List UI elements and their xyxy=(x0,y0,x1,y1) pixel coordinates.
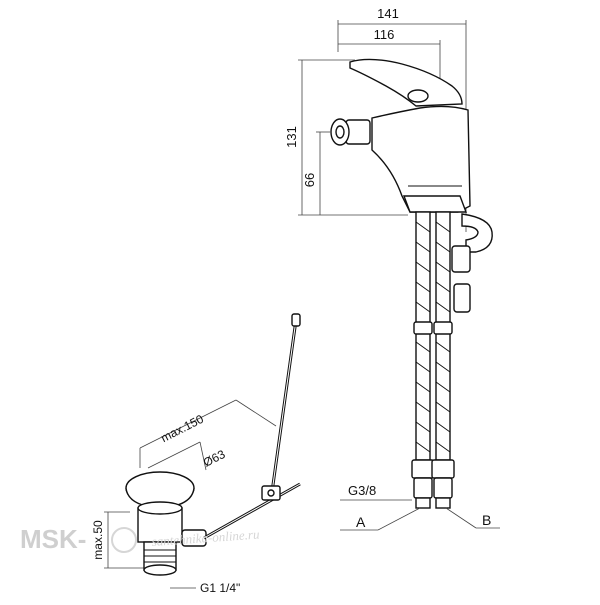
dim-height-outlet: 66 xyxy=(302,173,317,187)
watermark-logo-icon xyxy=(111,527,137,553)
faucet-body xyxy=(330,58,471,213)
dim-max-length: max.150 xyxy=(158,412,206,446)
dim-max-height: max.50 xyxy=(91,520,105,560)
dim-width-total: 141 xyxy=(377,6,399,21)
connection-leaders xyxy=(340,499,500,531)
flexible-hose-a xyxy=(411,211,435,509)
connection-a-label: A xyxy=(356,514,366,530)
dim-height-total: 131 xyxy=(284,126,299,148)
thread-hose-label: G3/8 xyxy=(348,483,376,498)
mounting-bracket xyxy=(451,213,493,313)
pop-up-rod xyxy=(203,313,301,540)
dim-width-spout: 116 xyxy=(374,27,395,42)
thread-drain-label: G1 1/4" xyxy=(200,581,240,595)
dimension-lines-drain xyxy=(104,399,277,589)
watermark-brand: MSK- xyxy=(20,524,86,554)
dim-diameter: Ø63 xyxy=(201,447,228,470)
connection-b-label: B xyxy=(482,512,491,528)
flexible-hose-b xyxy=(431,211,455,509)
drain-plug xyxy=(125,471,207,576)
